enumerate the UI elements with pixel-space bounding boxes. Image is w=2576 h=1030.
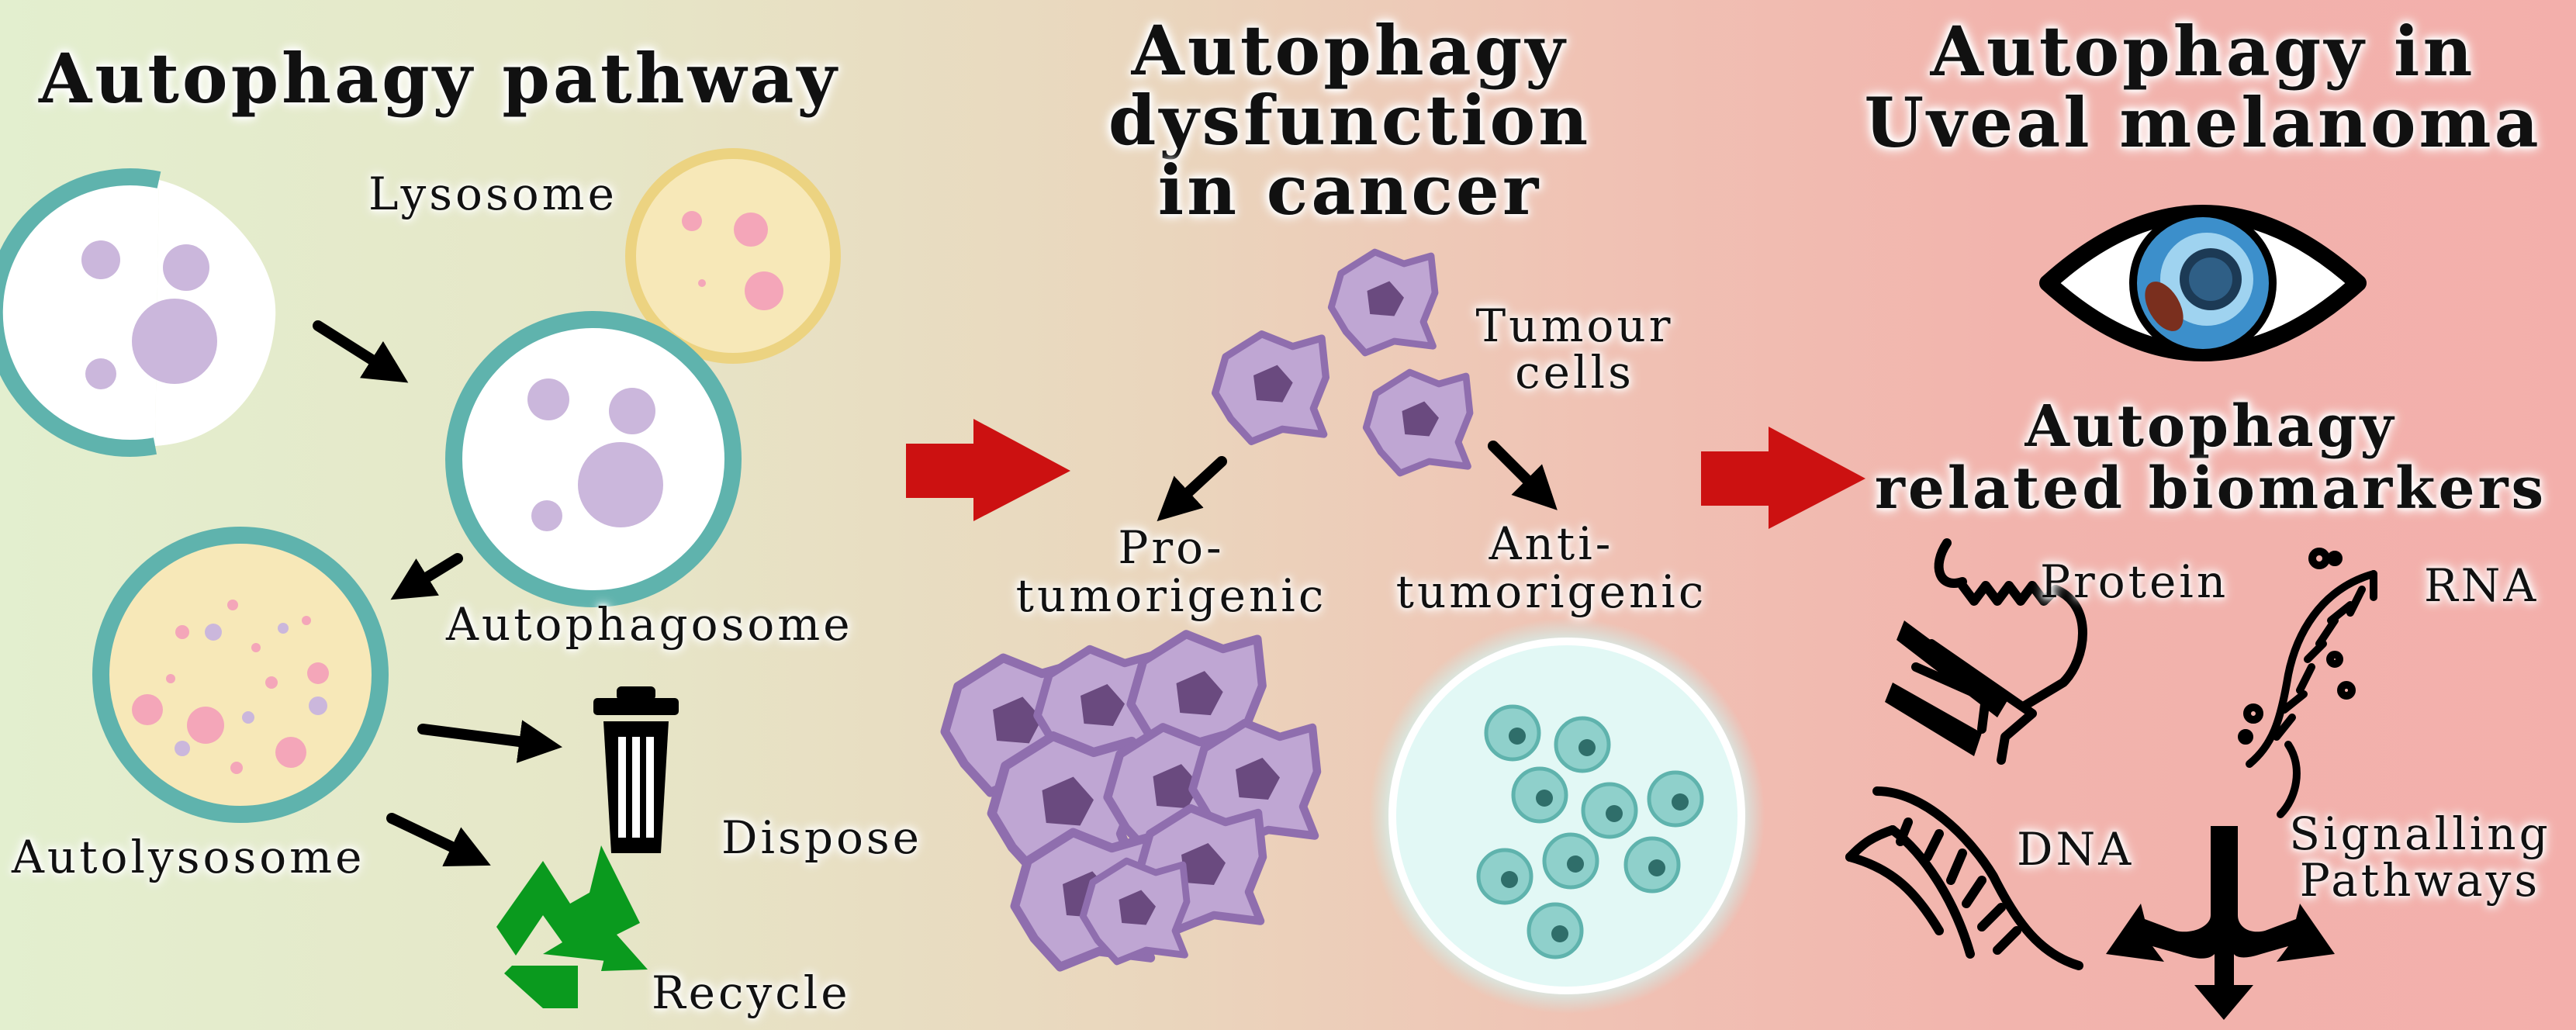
anti-line-2: tumorigenic (1395, 565, 1707, 618)
autophagosome-label: Autophagosome (446, 598, 853, 651)
cancer-panel (945, 252, 1765, 1014)
biomarkers-title: Autophagy related biomarkers (1869, 396, 2552, 520)
uveal-panel (1845, 205, 2377, 1020)
pathway-title: Autophagy pathway (39, 38, 840, 119)
uveal-title-line-1: Autophagy in (1930, 11, 2476, 92)
lysosome-label: Lysosome (368, 168, 617, 220)
tumour-cluster (945, 634, 1317, 967)
anti-tumorigenic-label: Anti- tumorigenic (1381, 520, 1722, 616)
biomarkers-line-1: Autophagy (2024, 393, 2397, 460)
pro-tumorigenic-label: Pro- tumorigenic (1001, 524, 1342, 620)
rna-icon (2238, 548, 2377, 818)
cancer-title-line-3: in cancer (1157, 150, 1542, 230)
signalling-line-2: Pathways (2299, 854, 2541, 907)
uveal-title-line-2: Uveal melanoma (1864, 82, 2542, 163)
rna-label: RNA (2424, 559, 2540, 612)
dna-icon (1845, 786, 2083, 970)
tumour-cells-line-1: Tumour (1475, 299, 1674, 352)
uveal-title: Autophagy in Uveal melanoma (1838, 16, 2567, 158)
signalling-pathways-icon (2106, 826, 2335, 1020)
signalling-label: Signalling Pathways (2273, 811, 2567, 904)
recycle-label: Recycle (652, 966, 851, 1019)
recycle-icon (496, 845, 648, 1008)
dna-label: DNA (2017, 823, 2135, 876)
protein-label: Protein (2040, 555, 2229, 608)
dispose-label: Dispose (721, 811, 922, 864)
autolysosome-label: Autolysosome (12, 831, 365, 883)
eye-icon (2039, 205, 2367, 361)
transition-arrows (906, 419, 1865, 529)
cancer-title-line-2: dysfunction (1108, 80, 1592, 161)
pro-line-1: Pro- (1118, 521, 1225, 574)
cancer-title-line-1: Autophagy (1131, 10, 1568, 91)
tumour-cells-line-2: cells (1515, 346, 1634, 399)
trash-icon (593, 686, 679, 853)
biomarkers-line-2: related biomarkers (1874, 455, 2547, 522)
cancer-title: Autophagy dysfunction in cancer (1086, 16, 1613, 225)
pro-line-2: tumorigenic (1015, 569, 1327, 622)
pathway-panel (0, 148, 841, 1008)
tumour-cells-label: Tumour cells (1458, 302, 1691, 396)
anti-line-1: Anti- (1489, 517, 1614, 570)
signalling-line-1: Signalling (2289, 807, 2551, 860)
